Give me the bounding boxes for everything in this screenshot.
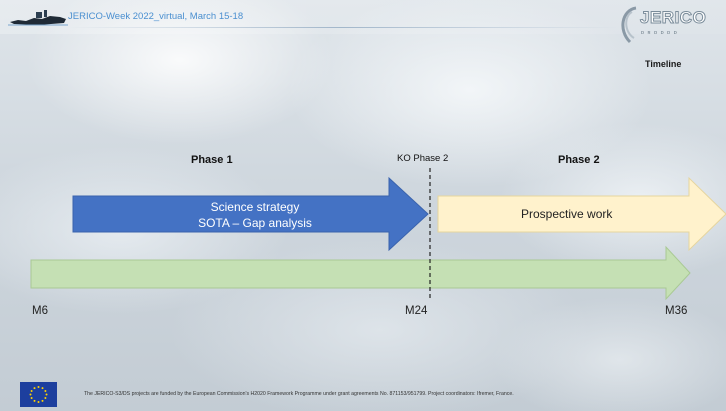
green-timeline-arrow: [30, 245, 691, 301]
ko-phase2-label: KO Phase 2: [397, 153, 449, 164]
blue-phase1-arrow: [72, 176, 429, 252]
yellow-arrow-label: Prospective work: [521, 207, 613, 221]
yellow-phase2-arrow: [437, 176, 726, 252]
phase2-label: Phase 2: [558, 154, 600, 166]
jerico-logo-icon: [621, 6, 637, 44]
ship-logo-icon: [8, 10, 68, 26]
milestone-m24: M24: [405, 305, 428, 317]
header-divider: [66, 27, 618, 28]
event-title: JERICO-Week 2022_virtual, March 15-18: [68, 11, 244, 22]
milestone-m36: M36: [665, 305, 688, 317]
eu-flag-icon: [20, 382, 57, 407]
jerico-logo-text: JERICO: [639, 8, 707, 28]
phase1-label: Phase 1: [191, 154, 233, 166]
section-title: Timeline: [645, 59, 682, 69]
jerico-logo-subtext: ᴅ ʀ ᴅ ᴅ ᴅ ᴅ: [641, 30, 678, 36]
blue-arrow-line2: SOTA – Gap analysis: [198, 216, 312, 230]
blue-arrow-line1: Science strategy: [210, 200, 300, 214]
milestone-m6: M6: [32, 305, 48, 317]
footer-funding-text: The JERICO-S3/DS projects are funded by …: [84, 391, 514, 397]
header-bar: [0, 0, 726, 34]
